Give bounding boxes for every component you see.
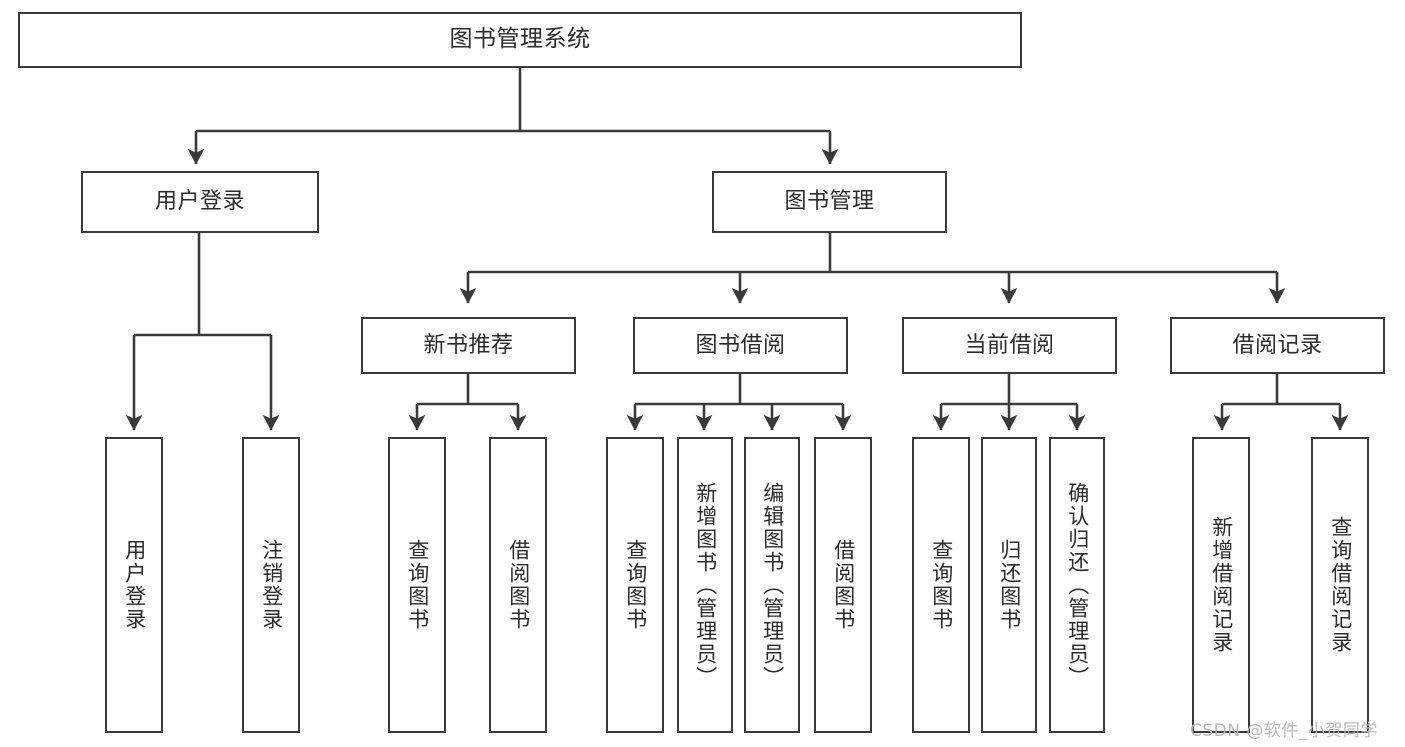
node-label: 新书推荐 bbox=[423, 332, 514, 358]
node-leaf-return-book[interactable]: 归还图书 bbox=[981, 437, 1037, 733]
node-leaf-logout-login[interactable]: 注销登录 bbox=[242, 437, 300, 733]
node-label: 借阅记录 bbox=[1232, 332, 1323, 358]
node-new-book-recommendation[interactable]: 新书推荐 bbox=[361, 317, 576, 374]
node-borrow-record[interactable]: 借阅记录 bbox=[1170, 317, 1385, 374]
node-user-login[interactable]: 用户登录 bbox=[81, 171, 319, 233]
node-current-borrow[interactable]: 当前借阅 bbox=[902, 317, 1117, 374]
node-label: 查询图书 bbox=[929, 539, 954, 631]
node-label: 查询图书 bbox=[405, 539, 430, 631]
node-book-borrow[interactable]: 图书借阅 bbox=[633, 317, 848, 374]
node-label: 查询借阅记录 bbox=[1328, 516, 1353, 654]
node-label: 借阅图书 bbox=[831, 539, 856, 631]
node-leaf-user-login[interactable]: 用户登录 bbox=[105, 437, 163, 733]
node-label: 确认归还（管理员） bbox=[1065, 481, 1090, 689]
node-leaf-edit-book-admin[interactable]: 编辑图书（管理员） bbox=[744, 437, 800, 733]
node-label: 用户登录 bbox=[154, 189, 245, 215]
node-label: 新增借阅记录 bbox=[1209, 516, 1234, 654]
node-label: 当前借阅 bbox=[964, 332, 1055, 358]
node-leaf-confirm-return-admin[interactable]: 确认归还（管理员） bbox=[1049, 437, 1105, 733]
node-label: 图书借阅 bbox=[695, 332, 786, 358]
node-label: 查询图书 bbox=[623, 539, 648, 631]
node-leaf-query-borrow-record[interactable]: 查询借阅记录 bbox=[1311, 437, 1369, 733]
node-label: 图书管理系统 bbox=[449, 26, 591, 53]
node-root-book-management-system[interactable]: 图书管理系统 bbox=[18, 12, 1022, 68]
node-leaf-query-book-borrow[interactable]: 查询图书 bbox=[606, 437, 664, 733]
node-label: 借阅图书 bbox=[506, 539, 531, 631]
node-leaf-add-book-admin[interactable]: 新增图书（管理员） bbox=[677, 437, 733, 733]
node-label: 编辑图书（管理员） bbox=[760, 481, 785, 689]
node-leaf-add-borrow-record[interactable]: 新增借阅记录 bbox=[1192, 437, 1250, 733]
node-leaf-query-book-recommend[interactable]: 查询图书 bbox=[388, 437, 446, 733]
node-label: 归还图书 bbox=[997, 539, 1022, 631]
node-label: 用户登录 bbox=[122, 539, 147, 631]
node-label: 注销登录 bbox=[259, 539, 284, 631]
node-leaf-borrow-book-borrow[interactable]: 借阅图书 bbox=[814, 437, 872, 733]
node-leaf-borrow-book-recommend[interactable]: 借阅图书 bbox=[489, 437, 547, 733]
node-book-management[interactable]: 图书管理 bbox=[712, 171, 947, 233]
node-label: 新增图书（管理员） bbox=[693, 481, 718, 689]
node-label: 图书管理 bbox=[784, 189, 875, 215]
node-leaf-query-book-current[interactable]: 查询图书 bbox=[912, 437, 970, 733]
